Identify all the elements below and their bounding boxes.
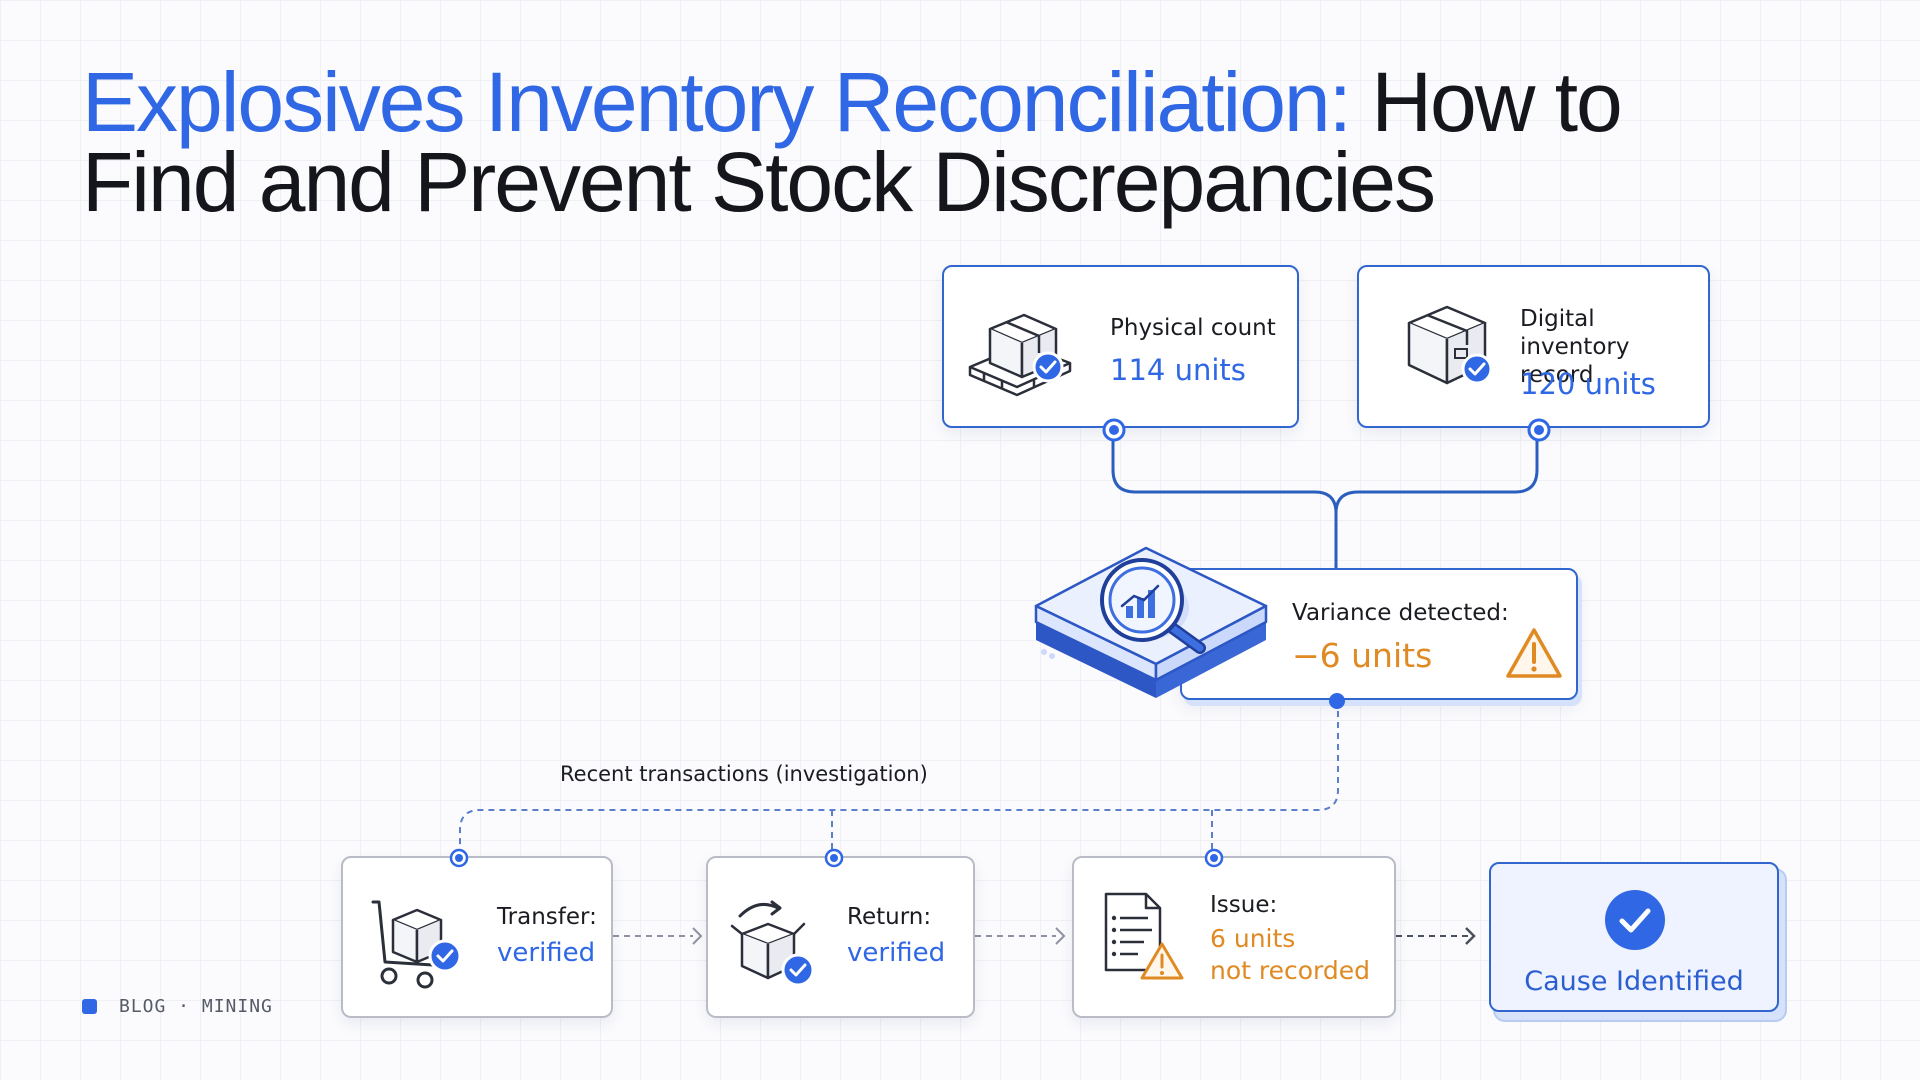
title-rest: How to Find and Prevent Stock Discrepanc… — [82, 55, 1623, 229]
magnifier-chart-icon — [1034, 546, 1268, 698]
investigation-label: Recent transactions (investigation) — [560, 762, 928, 786]
digital-record-label: Digital inventory record — [1520, 306, 1630, 388]
physical-count-card: Physical count 114 units — [942, 265, 1299, 442]
transfer-label: Transfer: — [497, 904, 597, 930]
issue-card: Issue: 6 units not recorded — [1072, 848, 1396, 1018]
return-label: Return: — [847, 904, 932, 930]
variance-value: −6 units — [1292, 636, 1433, 675]
footer-square-icon — [82, 999, 97, 1014]
transfer-card: Transfer: verified — [341, 848, 613, 1018]
footer-text: BLOG · MINING — [119, 996, 273, 1017]
connector-node-icon — [1102, 418, 1126, 442]
issue-value-note: not recorded — [1210, 956, 1370, 985]
box-return-check-icon — [730, 900, 815, 987]
title-highlight: Explosives Inventory Reconciliation: — [82, 55, 1352, 149]
return-value: verified — [847, 938, 946, 968]
connector-dot-icon — [1329, 693, 1345, 709]
physical-count-value: 114 units — [1110, 353, 1246, 387]
footer-tag: BLOG · MINING — [82, 996, 273, 1017]
document-warning-icon — [1104, 892, 1184, 980]
physical-count-label: Physical count — [1110, 315, 1276, 341]
connector-node-icon — [824, 848, 844, 868]
digital-record-value: 120 units — [1520, 367, 1656, 401]
connector-node-icon — [1204, 848, 1224, 868]
transfer-value: verified — [497, 938, 596, 968]
box-check-icon — [1407, 305, 1493, 385]
warning-icon — [1506, 628, 1562, 678]
return-card: Return: verified — [706, 848, 975, 1018]
digital-record-card: Digital inventory record 120 units — [1357, 265, 1710, 442]
page-title: Explosives Inventory Reconciliation: How… — [82, 60, 1782, 224]
pallet-box-check-icon — [968, 313, 1072, 397]
connector-node-icon — [449, 848, 469, 868]
issue-label: Issue: — [1210, 892, 1278, 918]
connector-node-icon — [1527, 418, 1551, 442]
hand-truck-box-check-icon — [371, 900, 462, 989]
variance-label: Variance detected: — [1292, 600, 1509, 626]
issue-value: 6 units — [1210, 924, 1296, 953]
cause-identified-card: Cause Identified — [1489, 862, 1779, 1012]
checkmark-circle-icon — [1605, 890, 1665, 950]
cause-identified-label: Cause Identified — [1524, 966, 1744, 997]
